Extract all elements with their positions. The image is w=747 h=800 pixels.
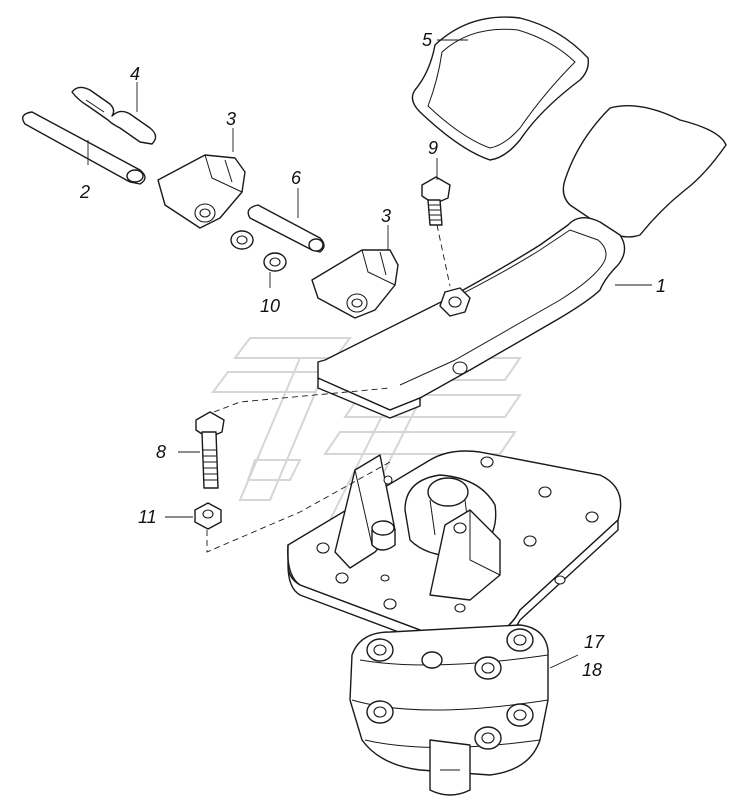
valve-mounting-plate — [287, 450, 622, 656]
callout-18: 18 — [582, 660, 602, 680]
callout-4: 4 — [130, 64, 140, 84]
part-3-bracket-upper — [157, 154, 246, 229]
part-3-bracket-lower — [311, 249, 399, 319]
callout-9: 9 — [428, 138, 438, 158]
part-8-bolt — [195, 411, 225, 489]
part-11-nut — [194, 502, 222, 530]
callout-labels: 1 2 3 3 4 5 6 8 9 10 11 17 18 — [79, 30, 666, 680]
callout-6: 6 — [291, 168, 302, 188]
callout-11: 11 — [138, 507, 157, 527]
part-10-washers — [230, 230, 287, 272]
callout-5: 5 — [422, 30, 433, 50]
part-9-bolt — [421, 176, 451, 226]
callout-3-lower: 3 — [381, 206, 391, 226]
callout-8: 8 — [156, 442, 166, 462]
callout-17: 17 — [584, 632, 605, 652]
part-1-pedal-lever — [317, 105, 727, 419]
part-5-pedal-pad — [411, 16, 590, 161]
leader-lines — [87, 39, 652, 669]
part-17-18-brake-valve — [349, 624, 549, 796]
callout-10: 10 — [260, 296, 280, 316]
part-6-axle-pin — [247, 204, 325, 253]
callout-3-upper: 3 — [226, 109, 236, 129]
callout-2: 2 — [79, 182, 90, 202]
part-4-clip — [71, 86, 157, 145]
part-2-pin — [22, 111, 146, 185]
callout-1: 1 — [656, 276, 666, 296]
